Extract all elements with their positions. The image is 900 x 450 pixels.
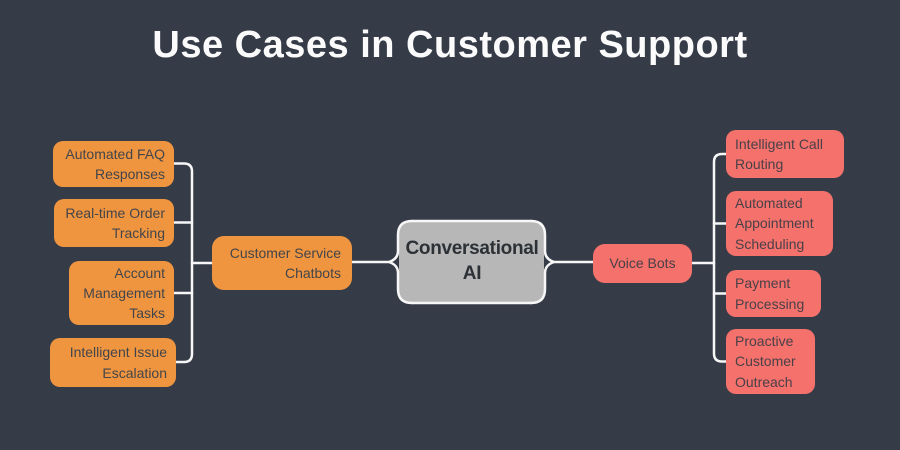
node-intelligent-issue-escalation: Intelligent Issue Escalation <box>50 338 176 387</box>
node-automated-appointment-scheduling: Automated Appointment Scheduling <box>726 191 833 256</box>
node-account-management-tasks: Account Management Tasks <box>69 261 174 325</box>
node-intelligent-call-routing: Intelligent Call Routing <box>726 130 844 178</box>
node-customer-service-chatbots: Customer Service Chatbots <box>212 236 352 290</box>
node-automated-faq-responses: Automated FAQ Responses <box>53 141 174 187</box>
right-spine-connector <box>712 152 728 363</box>
left-spine-connector <box>172 162 194 364</box>
node-payment-processing: Payment Processing <box>726 270 821 317</box>
page-title: Use Cases in Customer Support <box>152 24 748 66</box>
node-real-time-order-tracking: Real-time Order Tracking <box>54 199 174 247</box>
node-conversational-ai: Conversational AI <box>405 238 539 284</box>
node-proactive-customer-outreach: Proactive Customer Outreach <box>726 329 815 394</box>
node-voice-bots: Voice Bots <box>593 244 692 283</box>
